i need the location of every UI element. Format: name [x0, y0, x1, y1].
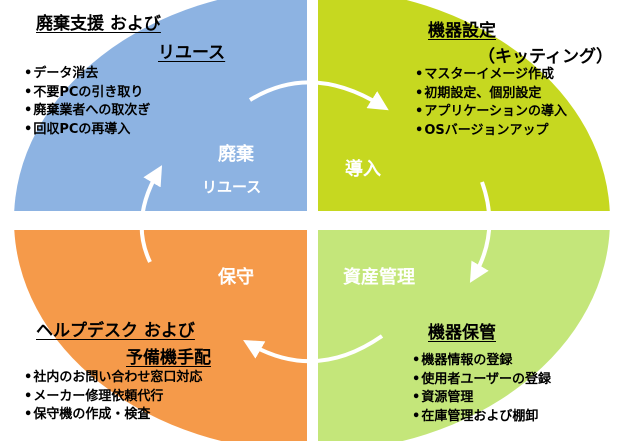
list-item: 保守機の作成・検査 — [24, 406, 202, 425]
reuse-title-line2: リユース — [158, 43, 226, 63]
list-item: 使用者ユーザーの登録 — [412, 371, 551, 390]
list-item: マスターイメージ作成 — [415, 66, 567, 85]
list-item: 資源管理 — [412, 389, 551, 408]
reuse-title-line1: 廃棄支援 および — [36, 14, 161, 34]
helpdesk-title-line2: 予備機手配 — [126, 348, 211, 368]
helpdesk-item-list: 社内のお問い合わせ窓口対応 メーカー修理依頼代行 保守機の作成・検査 — [24, 369, 202, 425]
list-item: 初期設定、個別設定 — [415, 85, 567, 104]
list-item: 廃棄業者への取次ぎ — [24, 102, 150, 121]
list-item: 機器情報の登録 — [412, 352, 551, 371]
list-item: 不要PCの引き取り — [24, 84, 150, 103]
list-item: 社内のお問い合わせ窓口対応 — [24, 369, 202, 388]
introduction-center-label: 導入 — [345, 159, 381, 180]
cycle-arrow-bottom — [243, 334, 384, 364]
quadrant-reuse — [14, 0, 307, 211]
storage-item-list: 機器情報の登録 使用者ユーザーの登録 資源管理 在庫管理および棚卸 — [412, 352, 551, 426]
list-item: OSバージョンアップ — [415, 122, 567, 141]
quadrant-maintenance — [14, 230, 307, 441]
list-item: 回収PCの再導入 — [24, 121, 150, 140]
list-item: メーカー修理依頼代行 — [24, 388, 202, 407]
cycle-arrow-right — [469, 181, 492, 283]
kitting-item-list: マスターイメージ作成 初期設定、個別設定 アプリケーションの導入 OSバージョン… — [415, 66, 567, 140]
kitting-title-line2: （キッティング） — [478, 47, 613, 67]
maintenance-center-label: 保守 — [218, 267, 254, 288]
asset-management-center-label: 資産管理 — [343, 267, 415, 288]
storage-title: 機器保管 — [428, 323, 496, 343]
cycle-arrow-left — [139, 165, 163, 263]
list-item: アプリケーションの導入 — [415, 103, 567, 122]
reuse-center-label: 廃棄 — [218, 144, 254, 165]
list-item: データ消去 — [24, 65, 150, 84]
quadrant-asset-management — [318, 230, 610, 441]
reuse-center-sublabel: リユース — [202, 178, 262, 196]
helpdesk-title-line1: ヘルプデスク および — [36, 321, 195, 341]
list-item: 在庫管理および棚卸 — [412, 408, 551, 427]
cycle-arrow-top — [248, 80, 389, 111]
reuse-item-list: データ消去 不要PCの引き取り 廃棄業者への取次ぎ 回収PCの再導入 — [24, 65, 150, 139]
kitting-title-line1: 機器設定 — [428, 21, 496, 41]
